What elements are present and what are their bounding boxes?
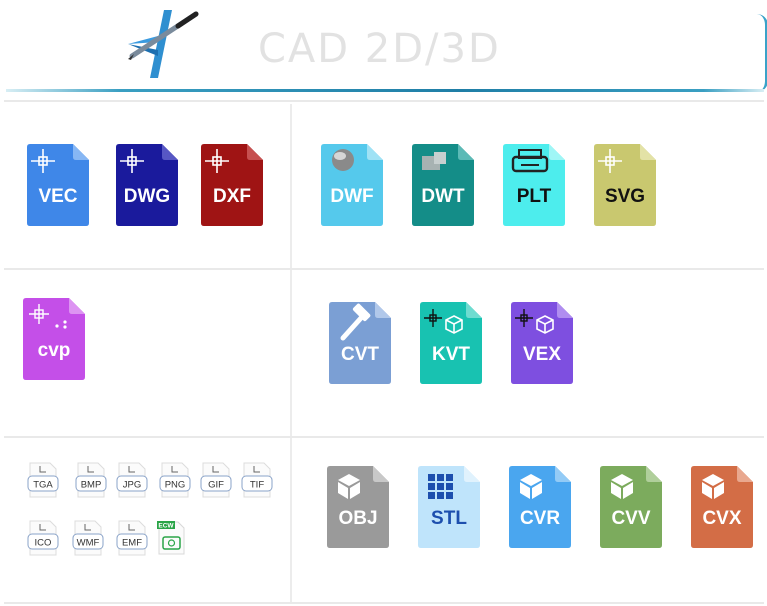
file-type-label: OBJ — [338, 508, 377, 529]
file-icon-dwt[interactable]: DWT — [412, 144, 474, 226]
file-type-label: CVX — [702, 508, 741, 529]
file-type-label: STL — [431, 508, 467, 529]
crosshair-dots-icon — [29, 304, 67, 329]
row-divider — [4, 268, 764, 270]
crosshair-icon — [205, 149, 229, 173]
file-type-label: cvp — [38, 340, 71, 361]
small-file-icon-tga[interactable]: TGA — [26, 460, 60, 500]
file-icon-plt[interactable]: PLT — [503, 144, 565, 226]
row-divider — [4, 100, 764, 102]
row-divider — [4, 602, 764, 604]
cube-icon — [702, 474, 724, 499]
file-type-label: ECW — [158, 523, 174, 530]
crosshair-icon — [31, 149, 55, 173]
file-icon-cvv[interactable]: CVV — [600, 466, 662, 548]
page-title: CAD 2D/3D — [258, 26, 501, 72]
cad-block-icon — [422, 152, 446, 170]
file-type-label: SVG — [605, 186, 645, 207]
file-format-grid — [4, 100, 764, 604]
column-divider — [290, 104, 292, 604]
file-type-label: CVT — [341, 344, 379, 365]
row-divider — [4, 436, 764, 438]
small-file-icon-ecw[interactable]: ECW — [156, 520, 186, 556]
file-icon-dwg[interactable]: DWG — [116, 144, 178, 226]
header-divider — [6, 89, 764, 92]
grid-icon — [428, 474, 453, 499]
file-icon-dwf[interactable]: DWF — [321, 144, 383, 226]
file-type-label: KVT — [432, 344, 470, 365]
file-icon-kvt[interactable]: KVT — [420, 302, 482, 384]
file-icon-vex[interactable]: VEX — [511, 302, 573, 384]
cad-pen-logo-icon — [118, 6, 200, 84]
file-type-label: EMF — [122, 538, 142, 549]
file-type-label: PLT — [517, 186, 552, 207]
file-icon-stl[interactable]: STL — [418, 466, 480, 548]
hammer-icon — [340, 303, 371, 341]
file-type-label: CVR — [520, 508, 560, 529]
file-type-label: DWT — [421, 186, 465, 207]
file-type-label: DXF — [213, 186, 251, 207]
file-type-label: PNG — [165, 480, 186, 491]
file-type-label: DWG — [124, 186, 170, 207]
small-file-icon-png[interactable]: PNG — [158, 460, 192, 500]
file-type-label: BMP — [81, 480, 102, 491]
crosshair-icon — [120, 149, 144, 173]
file-icon-cvr[interactable]: CVR — [509, 466, 571, 548]
crosshair-icon — [598, 149, 622, 173]
small-file-icon-emf[interactable]: EMF — [115, 518, 149, 558]
cube-icon — [611, 474, 633, 499]
small-file-icon-ico[interactable]: ICO — [26, 518, 60, 558]
file-icon-cvp[interactable]: cvp — [23, 298, 85, 380]
file-icon-vec[interactable]: VEC — [27, 144, 89, 226]
small-file-icon-tif[interactable]: TIF — [240, 460, 274, 500]
small-file-icon-wmf[interactable]: WMF — [71, 518, 105, 558]
crosshair-cube-icon — [515, 309, 554, 334]
header: CAD 2D/3D — [0, 0, 767, 98]
file-icon-cvt[interactable]: CVT — [329, 302, 391, 384]
header-edge-decoration — [757, 14, 767, 92]
file-type-label: WMF — [77, 538, 100, 549]
cube-icon — [520, 474, 542, 499]
small-file-icon-jpg[interactable]: JPG — [115, 460, 149, 500]
cube-icon — [338, 474, 360, 499]
file-type-label: VEX — [523, 344, 561, 365]
file-icon-cvx[interactable]: CVX — [691, 466, 753, 548]
file-icon-svg[interactable]: SVG — [594, 144, 656, 226]
file-type-label: JPG — [123, 480, 141, 491]
file-icon-dxf[interactable]: DXF — [201, 144, 263, 226]
printer-icon — [511, 149, 549, 173]
file-type-label: CVV — [611, 508, 650, 529]
small-file-icon-bmp[interactable]: BMP — [74, 460, 108, 500]
file-type-label: GIF — [208, 480, 224, 491]
file-type-label: VEC — [38, 186, 77, 207]
file-type-label: ICO — [35, 538, 52, 549]
crosshair-cube-icon — [424, 309, 463, 334]
globe-icon — [332, 149, 354, 171]
file-type-label: TGA — [33, 480, 53, 491]
file-type-label: DWF — [330, 186, 373, 207]
file-icon-obj[interactable]: OBJ — [327, 466, 389, 548]
file-type-label: TIF — [250, 480, 264, 491]
small-file-icon-gif[interactable]: GIF — [199, 460, 233, 500]
